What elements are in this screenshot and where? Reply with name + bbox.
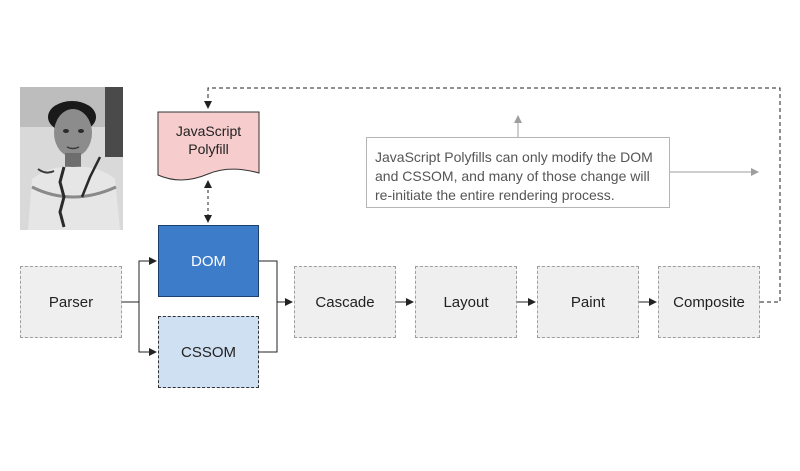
connector-parser-cssom [138,302,157,356]
cssom-label: CSSOM [180,343,236,361]
cascade-label: Cascade [315,293,375,311]
portrait-photo [20,87,123,230]
connector-parser-split [122,257,157,303]
paint-label: Paint [570,293,606,311]
paint-node: Paint [537,266,639,338]
connector-dom-cascade [259,260,293,306]
cssom-node: CSSOM [158,316,259,388]
layout-label: Layout [443,293,489,311]
connector-cssom-cascade [259,302,278,353]
composite-label: Composite [673,293,745,311]
layout-node: Layout [415,266,517,338]
dom-node: DOM [158,225,259,297]
polyfill-shape [157,111,260,181]
connector-dom-polyfill-head [204,180,212,188]
cascade-node: Cascade [294,266,396,338]
connector-feedback-loop [204,87,781,303]
parser-label: Parser [48,293,94,311]
polyfill-node: JavaScript Polyfill [158,112,259,167]
dom-label: DOM [191,252,226,270]
polyfill-label: JavaScript Polyfill [175,122,242,157]
polyfill-note-text: JavaScript Polyfills can only modify the… [375,149,653,203]
parser-node: Parser [20,266,122,338]
composite-node: Composite [658,266,760,338]
portrait-photo-icon [20,87,123,230]
polyfill-note: JavaScript Polyfills can only modify the… [366,137,670,208]
